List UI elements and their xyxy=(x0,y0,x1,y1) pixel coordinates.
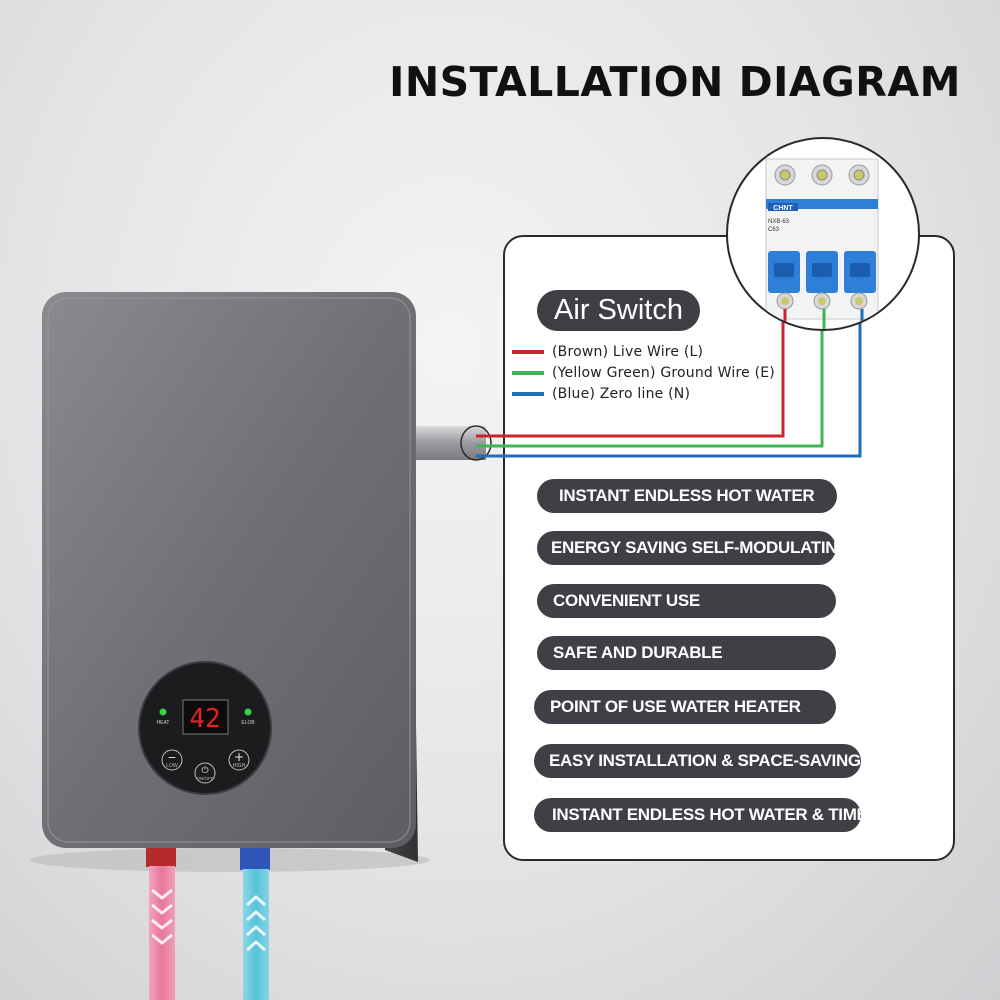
ground-wire-swatch xyxy=(512,370,544,375)
power-button-label: ON/OFF xyxy=(197,776,214,781)
feature-pill: INSTANT ENDLESS HOT WATER xyxy=(537,479,837,513)
power-button[interactable]: ⏻ ON/OFF xyxy=(194,762,216,784)
live-wire-swatch xyxy=(512,349,544,354)
cold-water-pipe xyxy=(240,848,270,1000)
air-switch-label: Air Switch xyxy=(537,290,700,331)
power-icon: ⏻ xyxy=(201,765,208,776)
temperature-display-value: 42 xyxy=(189,704,220,734)
plus-icon: + xyxy=(234,750,244,764)
air-switch-closeup: CHNT NXB-63 C63 xyxy=(726,137,920,331)
feature-pill: POINT OF USE WATER HEATER xyxy=(534,690,836,724)
high-button-label: HIGH xyxy=(233,763,246,769)
feature-pill: CONVENIENT USE xyxy=(537,584,836,618)
feature-pill: ENERGY SAVING SELF-MODULATING xyxy=(537,531,851,565)
heater-body xyxy=(42,292,416,848)
legend-item-live: (Brown) Live Wire (L) xyxy=(512,341,775,362)
breaker-rating: C63 xyxy=(768,227,780,233)
legend-label-live: (Brown) Live Wire (L) xyxy=(552,343,704,360)
high-button[interactable]: + HIGH xyxy=(228,749,250,771)
hot-water-pipe xyxy=(146,845,176,1000)
minus-icon: − xyxy=(167,751,176,764)
elob-indicator-light xyxy=(244,708,252,716)
legend-label-ground: (Yellow Green) Ground Wire (E) xyxy=(552,364,775,381)
temperature-display xyxy=(182,699,229,735)
feature-pill: INSTANT ENDLESS HOT WATER & TIME xyxy=(534,798,868,832)
low-button[interactable]: − LOW xyxy=(161,749,183,771)
breaker-brand: CHNT xyxy=(773,205,793,212)
cable-conduit xyxy=(416,426,486,460)
elob-indicator-label: ELOB xyxy=(241,720,255,726)
heat-indicator-light xyxy=(159,708,167,716)
breaker-model: NXB-63 xyxy=(768,219,790,225)
page-title: INSTALLATION DIAGRAM xyxy=(389,58,961,106)
neutral-wire-swatch xyxy=(512,391,544,396)
feature-pill: SAFE AND DURABLE xyxy=(537,636,836,670)
legend-item-neutral: (Blue) Zero line (N) xyxy=(512,383,775,404)
feature-pill: EASY INSTALLATION & SPACE-SAVING xyxy=(534,744,861,778)
wire-legend: (Brown) Live Wire (L) (Yellow Green) Gro… xyxy=(512,341,775,404)
low-button-label: LOW xyxy=(166,763,178,769)
legend-label-neutral: (Blue) Zero line (N) xyxy=(552,385,691,402)
legend-item-ground: (Yellow Green) Ground Wire (E) xyxy=(512,362,775,383)
heat-indicator-label: HEAT xyxy=(157,720,170,726)
